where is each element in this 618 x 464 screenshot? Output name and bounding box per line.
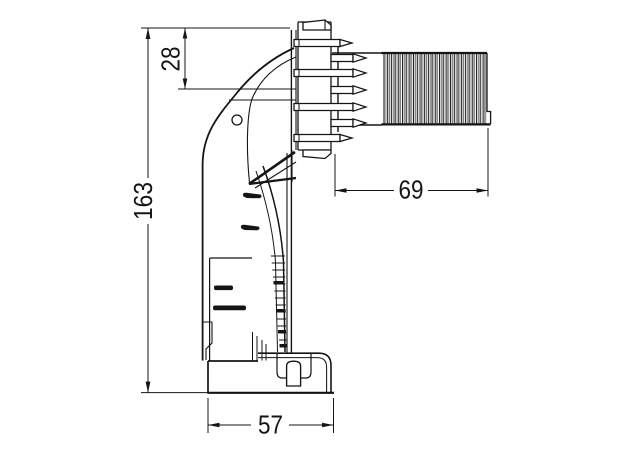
arrow-right-57: [322, 422, 334, 428]
pin-bar-3: [293, 68, 354, 78]
slot-tongue: [285, 360, 302, 387]
dimension-label-thread-length: 69: [399, 175, 424, 205]
pin-bar-2: [330, 53, 354, 63]
body-outer-contour: [201, 47, 295, 361]
dimension-label-total-height: 163: [128, 182, 158, 220]
barb-tab-lower-1: [214, 285, 233, 291]
arrow-left-69: [335, 188, 347, 193]
inner-sweep-curve-1: [262, 165, 286, 353]
latch-flap-edge-3: [254, 161, 297, 189]
arrow-down-28: [182, 78, 188, 89]
pin-bar-7: [293, 133, 341, 143]
barb-tab-lower-2: [213, 305, 246, 311]
barb-tab-upper-1: [242, 192, 262, 199]
bracket-inner-edge: [258, 357, 328, 393]
slot-right-channel: [300, 353, 312, 379]
pin-tip-1: [339, 38, 355, 48]
arrow-right-69: [476, 188, 488, 193]
pin-tip-2: [352, 52, 369, 64]
arrow-up-163: [145, 28, 151, 39]
part-base: [207, 352, 334, 394]
dimension-57: [207, 398, 334, 433]
pin-bar-1: [293, 38, 341, 48]
ratchet-tooth-dark-4: [279, 344, 287, 347]
pin-bar-5: [293, 102, 354, 112]
pin-tip-3: [352, 67, 369, 79]
arrow-left-57: [208, 422, 220, 428]
dimension-28: [178, 28, 296, 90]
slot-left-channel: [276, 353, 287, 379]
latch-flap-edge-2: [248, 176, 297, 186]
latch-flap-edge-1: [248, 150, 296, 186]
body-inner-contour: [246, 56, 297, 184]
pin-tip-6: [352, 117, 369, 129]
barb-tab-upper-2: [240, 224, 260, 231]
part-body: [201, 30, 297, 361]
pin-tip-4: [352, 84, 369, 96]
dimension-69: [334, 128, 489, 197]
dimension-163: [141, 27, 290, 394]
flange-bottom-tab: [302, 149, 332, 160]
pin-bar-4: [330, 85, 354, 95]
pin-bar-6: [330, 118, 354, 128]
thread-end-step: [486, 53, 492, 124]
part-flange: [297, 19, 332, 160]
part-barb-pins: [293, 38, 369, 143]
bracket-outer-edge: [258, 352, 332, 393]
dimension-label-base-width: 57: [258, 410, 283, 440]
arrow-up-28: [182, 28, 188, 39]
dimension-label-top-offset: 28: [156, 47, 186, 72]
tube-bottom-ribs: [252, 332, 267, 361]
flange-top-tab: [302, 19, 332, 31]
pin-tip-5: [352, 101, 369, 113]
foot-step-profile: [202, 321, 213, 360]
thread-hatching: [382, 54, 487, 124]
ratchet-tooth-dark-2: [276, 309, 286, 312]
inner-sweep-curve-2: [255, 170, 278, 353]
ratchet-tooth-dark-1: [273, 281, 285, 284]
pin-tip-7: [339, 133, 355, 143]
ratchet-tooth-dark-3: [278, 330, 286, 333]
mounting-hole: [231, 114, 243, 126]
arrow-down-163: [145, 381, 151, 393]
